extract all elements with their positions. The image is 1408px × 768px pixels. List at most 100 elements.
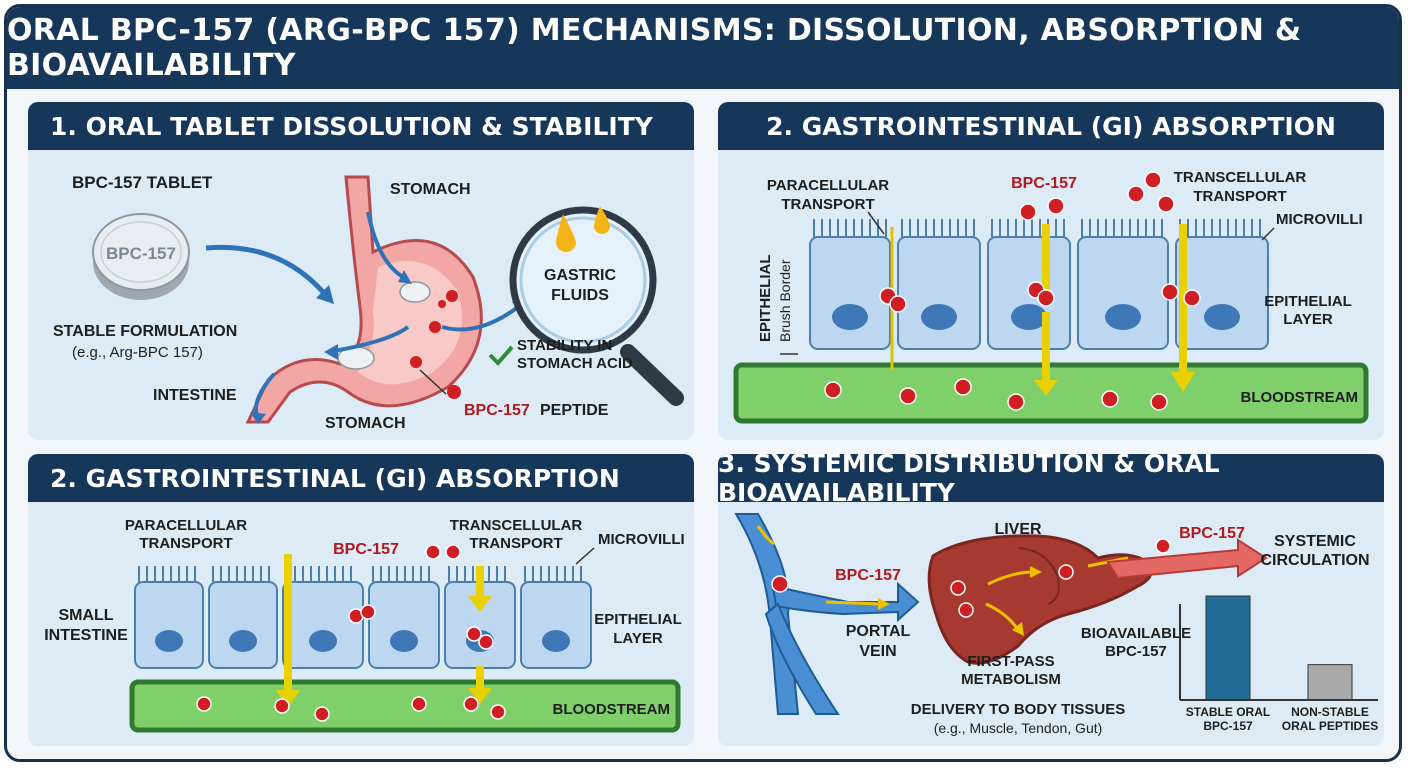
gastric-label-line1: GASTRIC bbox=[544, 267, 616, 284]
paracellular-leader bbox=[867, 211, 885, 235]
transport-arrow bbox=[476, 666, 484, 690]
panel-header: 2. GASTROINTESTINAL (GI) ABSORPTION bbox=[718, 102, 1384, 150]
bloodstream-band bbox=[733, 362, 1369, 424]
liver-lobe-line bbox=[1017, 547, 1060, 605]
liver-label: LIVER bbox=[994, 521, 1042, 538]
flow-arrow-head bbox=[1030, 566, 1042, 578]
panel-gi-absorption-top: 2. GASTROINTESTINAL (GI) ABSORPTION bbox=[718, 102, 1384, 440]
panel-systemic-distribution: 3. SYSTEMIC DISTRIBUTION & ORAL BIOAVAIL… bbox=[718, 454, 1384, 746]
droplet-icon bbox=[594, 206, 610, 234]
cell-nuclei bbox=[832, 304, 1240, 330]
absorption-diagram-top: PARACELLULAR TRANSPORT BPC-157 TRANSCELL… bbox=[733, 169, 1369, 424]
tablet-arrow-head bbox=[316, 285, 334, 304]
stability-line1: STABILITY IN bbox=[517, 337, 612, 354]
paracellular-label-1: PARACELLULAR bbox=[767, 177, 889, 194]
transport-arrow-head bbox=[1171, 372, 1195, 392]
intestine-flow-arrow-head bbox=[250, 412, 266, 424]
dissolving-tablet-icon bbox=[399, 281, 431, 303]
stomach-flow-arrow bbox=[327, 325, 410, 354]
stomach-label-top: STOMACH bbox=[390, 181, 471, 198]
tablet-arrow bbox=[205, 244, 325, 294]
bar-label-nonstable-line2: ORAL PEPTIDES bbox=[1282, 719, 1378, 733]
transcellular-label-1: TRANSCELLULAR bbox=[450, 517, 583, 534]
bpc-label: BPC-157 bbox=[1011, 175, 1077, 192]
flow-arrow bbox=[756, 525, 775, 546]
bar-label-stable-line1: STABLE ORAL bbox=[1186, 705, 1270, 719]
bioavailable-label-2: BPC-157 bbox=[1105, 643, 1167, 660]
bioavailable-label-1: BIOAVAILABLE bbox=[1081, 625, 1191, 642]
panel-header: 3. SYSTEMIC DISTRIBUTION & ORAL BIOAVAIL… bbox=[718, 454, 1384, 507]
peptide-dots bbox=[410, 290, 461, 399]
stable-formulation-example: (e.g., Arg-BPC 157) bbox=[72, 344, 203, 361]
microvilli-label: MICROVILLI bbox=[1276, 211, 1363, 228]
peptide-dots bbox=[950, 538, 1178, 618]
peptide-label-red: BPC-157 bbox=[464, 402, 530, 419]
panel-tablet-dissolution: 1. ORAL TABLET DISSOLUTION & STABILITY B… bbox=[28, 102, 694, 440]
stability-line2: STOMACH ACID bbox=[517, 355, 633, 372]
transcellular-label-1: TRANSCELLULAR bbox=[1174, 169, 1307, 186]
paracellular-label-2: TRANSPORT bbox=[139, 535, 232, 552]
microvilli-brush bbox=[138, 566, 582, 582]
brush-border-label: Brush Border bbox=[777, 259, 793, 342]
portal-vein-icon bbox=[734, 513, 920, 715]
bar-label-stable-line2: BPC-157 bbox=[1203, 719, 1253, 733]
bloodstream-label: BLOODSTREAM bbox=[1241, 389, 1359, 406]
bloodstream-label: BLOODSTREAM bbox=[553, 701, 671, 718]
portal-vein-label-1: PORTAL bbox=[846, 623, 911, 640]
transport-arrow bbox=[476, 566, 484, 598]
delivery-label-2: (e.g., Muscle, Tendon, Gut) bbox=[934, 720, 1103, 736]
transcellular-label-2: TRANSPORT bbox=[1193, 188, 1286, 205]
tablet-icon bbox=[92, 213, 190, 300]
main-title: ORAL BPC-157 (ARG-BPC 157) MECHANISMS: D… bbox=[7, 13, 1302, 83]
epithelial-layer-label-2: LAYER bbox=[613, 630, 663, 647]
infographic-frame: ORAL BPC-157 (ARG-BPC 157) MECHANISMS: D… bbox=[4, 4, 1402, 762]
panel-title: 2. GASTROINTESTINAL (GI) ABSORPTION bbox=[50, 463, 620, 493]
flow-arrow bbox=[825, 600, 883, 606]
microvilli-brush bbox=[813, 219, 1261, 237]
epithelial-cells bbox=[134, 581, 592, 669]
magnifier-icon bbox=[509, 206, 684, 406]
transport-arrow bbox=[1042, 312, 1050, 382]
stomach-illustration bbox=[245, 175, 483, 424]
checkmark-icon bbox=[488, 345, 514, 366]
transport-arrow bbox=[1179, 224, 1187, 374]
bpc-label-left: BPC-157 bbox=[835, 567, 901, 584]
stomach-flow-arrow bbox=[366, 211, 405, 279]
panel-title: 1. ORAL TABLET DISSOLUTION & STABILITY bbox=[50, 111, 653, 141]
transport-arrow bbox=[1042, 224, 1050, 304]
systemic-label-2: CIRCULATION bbox=[1260, 552, 1369, 569]
paracellular-label-2: TRANSPORT bbox=[781, 196, 874, 213]
small-intestine-label-1: SMALL bbox=[58, 607, 113, 624]
delivery-label-1: DELIVERY TO BODY TISSUES bbox=[911, 701, 1126, 718]
dissolution-diagram: BPC-157 BPC-157 TABLET STABLE FORMULATIO… bbox=[53, 173, 684, 432]
epithelial-layer-label-1: EPITHELIAL bbox=[1264, 293, 1352, 310]
bpc-label-right: BPC-157 bbox=[1179, 525, 1245, 542]
transport-arrow-head bbox=[468, 688, 492, 704]
bar-label-nonstable-line1: NON-STABLE bbox=[1291, 705, 1369, 719]
transport-arrow-head bbox=[276, 690, 300, 708]
bioavailability-bar-chart: STABLE ORAL BPC-157 NON-STABLE ORAL PEPT… bbox=[1179, 595, 1378, 733]
intestine-label: INTESTINE bbox=[153, 387, 237, 404]
absorption-diagram-bottom: PARACELLULAR TRANSPORT BPC-157 TRANSCELL… bbox=[44, 517, 685, 733]
epithelial-layer-label-1: EPITHELIAL bbox=[594, 611, 682, 628]
peptide-dot bbox=[771, 575, 789, 593]
small-intestine-label-2: INTESTINE bbox=[44, 627, 128, 644]
to-magnifier-arrow bbox=[441, 305, 520, 332]
epithelial-layer-label-2: LAYER bbox=[1283, 311, 1333, 328]
microvilli-label: MICROVILLI bbox=[598, 531, 685, 548]
gastric-label-line2: FLUIDS bbox=[551, 287, 609, 304]
flow-arrow bbox=[987, 570, 1034, 586]
paracellular-label-1: PARACELLULAR bbox=[125, 517, 247, 534]
panel-title: 3. SYSTEMIC DISTRIBUTION & ORAL BIOAVAIL… bbox=[718, 454, 1220, 507]
main-title-bar: ORAL BPC-157 (ARG-BPC 157) MECHANISMS: D… bbox=[7, 7, 1399, 89]
panel-title: 2. GASTROINTESTINAL (GI) ABSORPTION bbox=[766, 111, 1336, 141]
systemic-arrow bbox=[1106, 538, 1268, 580]
peptide-label: PEPTIDE bbox=[540, 402, 609, 419]
epithelial-cells bbox=[809, 236, 1269, 350]
droplet-icon bbox=[556, 214, 576, 252]
bar-non-stable-oral bbox=[1307, 664, 1353, 701]
systemic-label-1: SYSTEMIC bbox=[1274, 533, 1356, 550]
tablet-heading: BPC-157 TABLET bbox=[72, 173, 213, 192]
bar-stable-oral bbox=[1205, 595, 1251, 701]
bpc-label: BPC-157 bbox=[333, 541, 399, 558]
